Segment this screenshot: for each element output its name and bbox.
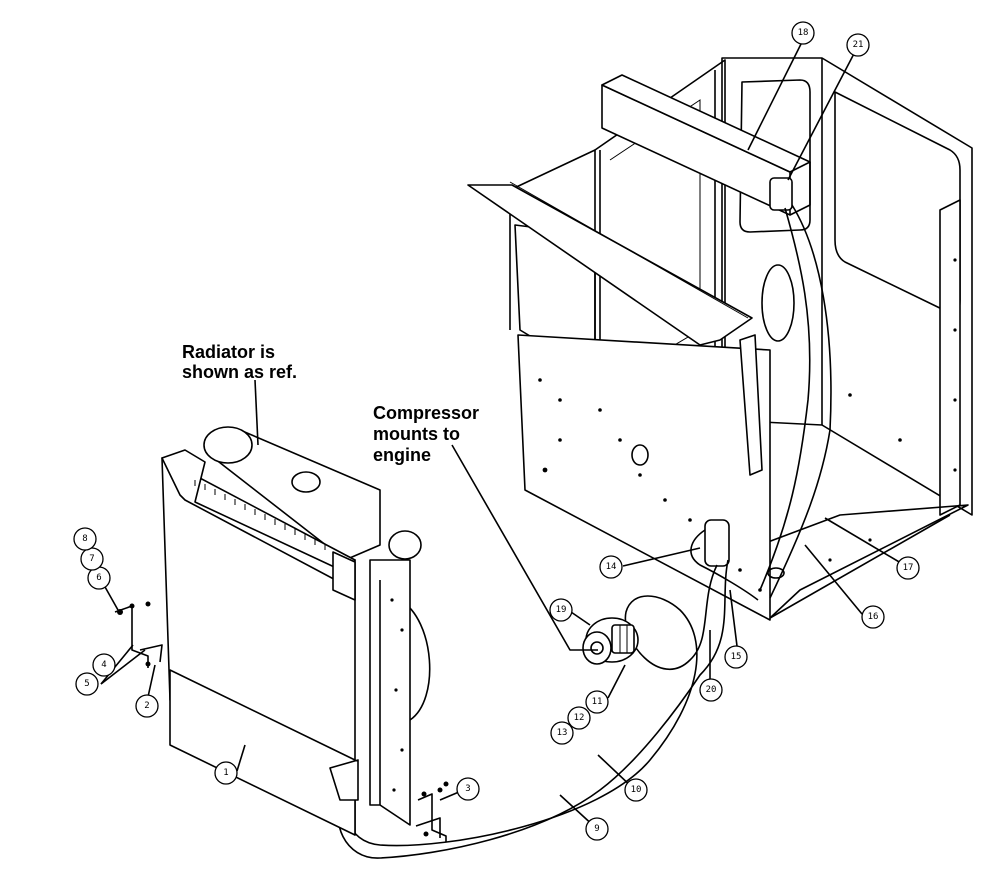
- svg-text:10: 10: [631, 785, 642, 795]
- svg-text:11: 11: [592, 697, 603, 707]
- callout-15: 15: [724, 645, 748, 669]
- svg-text:9: 9: [594, 824, 599, 834]
- rivet-dots: [538, 258, 957, 592]
- radiator-cap: [291, 471, 321, 493]
- compressor-note-line2: mounts to: [373, 424, 460, 444]
- callout-7: 7: [80, 547, 104, 571]
- svg-text:20: 20: [706, 685, 717, 695]
- svg-text:15: 15: [731, 652, 742, 662]
- cab-front-panel: [517, 334, 771, 621]
- svg-text:12: 12: [574, 713, 585, 723]
- svg-text:6: 6: [96, 573, 101, 583]
- refrigerant-hoses: [337, 204, 832, 859]
- callout-5: 5: [75, 672, 99, 696]
- callout-16: 16: [861, 605, 885, 629]
- callout-19: 19: [549, 598, 573, 622]
- cab-assembly: [467, 57, 973, 621]
- radiator: [161, 426, 422, 836]
- compressor-note-line3: engine: [373, 445, 431, 465]
- dashboard: [467, 184, 753, 346]
- radiator-side-panel: [369, 559, 411, 826]
- svg-text:13: 13: [557, 728, 568, 738]
- svg-text:19: 19: [556, 605, 567, 615]
- callout-12: 12: [567, 706, 591, 730]
- callout-4: 4: [92, 653, 116, 677]
- callout-14: 14: [599, 555, 623, 579]
- svg-text:7: 7: [89, 554, 94, 564]
- right-pillar: [939, 199, 961, 516]
- left-bracket-set: [114, 601, 163, 668]
- right-bracket-set: [415, 781, 449, 842]
- svg-text:21: 21: [853, 40, 864, 50]
- svg-text:14: 14: [606, 562, 617, 572]
- oval-opening: [761, 264, 795, 342]
- compressor-note-leader: [451, 444, 598, 651]
- dash-bracket: [739, 334, 763, 476]
- callout-10: 10: [624, 778, 648, 802]
- svg-text:18: 18: [798, 28, 809, 38]
- upper-window: [739, 79, 811, 233]
- callout-13: 13: [550, 721, 574, 745]
- svg-text:1: 1: [223, 768, 228, 778]
- hose-9: [345, 564, 718, 847]
- svg-text:3: 3: [465, 784, 470, 794]
- receiver-drier: [769, 177, 793, 211]
- radiator-bottom-tank: [169, 669, 356, 836]
- svg-text:5: 5: [84, 679, 89, 689]
- hose-10: [337, 559, 729, 859]
- compressor-note-line1: Compressor: [373, 403, 479, 423]
- svg-text:16: 16: [868, 612, 879, 622]
- svg-text:17: 17: [903, 563, 914, 573]
- callout-17: 17: [896, 556, 920, 580]
- callout-20: 20: [699, 678, 723, 702]
- radiator-note-leader: [254, 379, 259, 446]
- callout-11: 11: [585, 690, 609, 714]
- callout-8: 8: [73, 527, 97, 551]
- svg-text:8: 8: [82, 534, 87, 544]
- callout-2: 2: [135, 694, 159, 718]
- callout-6: 6: [87, 566, 111, 590]
- callout-3: 3: [456, 777, 480, 801]
- callout-9: 9: [585, 817, 609, 841]
- hose-20: [690, 529, 759, 601]
- svg-text:4: 4: [101, 660, 106, 670]
- radiator-note-line2: shown as ref.: [182, 362, 297, 382]
- compressor: [582, 617, 639, 665]
- callout-1: 1: [214, 761, 238, 785]
- radiator-note-line1: Radiator is: [182, 342, 275, 362]
- hose-17: [769, 204, 832, 599]
- hose-16: [759, 207, 811, 591]
- inline-drier: [704, 519, 730, 567]
- callout-21: 21: [846, 33, 870, 57]
- svg-text:2: 2: [144, 701, 149, 711]
- callout-18: 18: [791, 21, 815, 45]
